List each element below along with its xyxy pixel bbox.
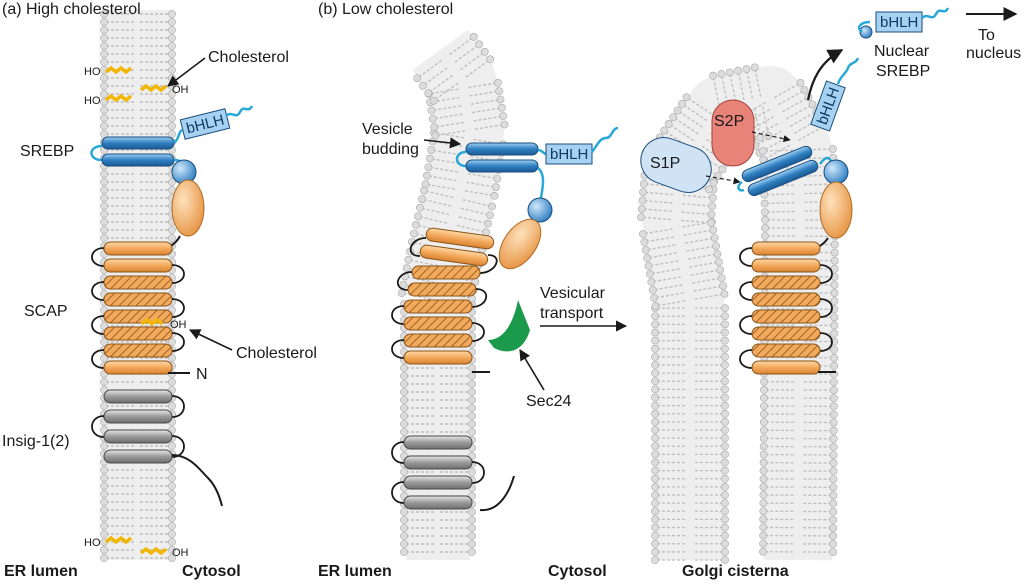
transmembrane-helix	[752, 361, 820, 374]
srebp-regulatory-domain	[824, 160, 848, 184]
oh-label: OH	[172, 84, 189, 96]
oh-label: OH	[172, 547, 189, 559]
srebp-helix	[102, 154, 174, 166]
transmembrane-helix	[104, 450, 172, 463]
s2p-protease: S2P	[712, 100, 754, 166]
panel-b-title: (b) Low cholesterol	[318, 1, 453, 18]
transmembrane-helix	[404, 496, 472, 509]
golgi-cisterna-label: Golgi cisterna	[682, 563, 789, 580]
transmembrane-helix	[104, 310, 172, 323]
n-terminus-label: N	[196, 366, 208, 383]
transmembrane-helix	[104, 430, 172, 443]
transmembrane-helix	[104, 344, 172, 357]
transmembrane-helix	[104, 293, 172, 306]
nuclear-srebp-label: Nuclear	[874, 43, 930, 60]
cytosol-label: Cytosol	[182, 563, 241, 580]
bhlh-box: bHLH	[180, 109, 229, 140]
transmembrane-helix	[104, 327, 172, 340]
oh-label: OH	[170, 319, 187, 331]
transmembrane-helix	[752, 259, 820, 272]
scap-wd-domain	[172, 180, 204, 236]
transmembrane-helix	[408, 283, 476, 296]
er-lumen-label: ER lumen	[4, 563, 78, 580]
transmembrane-helix	[404, 351, 472, 364]
srebp-helix	[102, 137, 174, 149]
to-nucleus-label: nucleus	[966, 45, 1021, 62]
to-nucleus-label: To	[978, 27, 995, 44]
srebp-regulatory-domain	[528, 198, 552, 222]
panel-a-title: (a) High cholesterol	[2, 1, 141, 18]
transmembrane-helix	[104, 361, 172, 374]
transmembrane-helix	[752, 276, 820, 289]
vesicular-transport-label: Vesicular	[540, 285, 606, 302]
er-lumen-label: ER lumen	[318, 563, 392, 580]
transmembrane-helix	[752, 344, 820, 357]
vesicle-budding-label: Vesicle	[362, 121, 413, 138]
srebp-helix	[466, 160, 538, 172]
transmembrane-helix	[404, 436, 472, 449]
srebp-helix	[466, 143, 538, 155]
ho-label: HO	[84, 95, 101, 107]
vesicular-transport-label: transport	[540, 305, 604, 322]
svg-text:S2P: S2P	[714, 113, 744, 130]
insig-label: Insig-1(2)	[2, 433, 70, 450]
transmembrane-helix	[104, 276, 172, 289]
svg-text:bHLH: bHLH	[880, 14, 918, 31]
sec24-label: Sec24	[526, 393, 571, 410]
bhlh-box: bHLH	[546, 144, 592, 164]
transmembrane-helix	[752, 327, 820, 340]
scap-wd-domain	[820, 182, 852, 238]
sec24-coat-protein	[488, 300, 530, 351]
transmembrane-helix	[104, 242, 172, 255]
scap-label: SCAP	[24, 303, 68, 320]
transmembrane-helix	[752, 242, 820, 255]
transmembrane-helix	[404, 300, 472, 313]
transmembrane-helix	[404, 317, 472, 330]
transmembrane-helix	[412, 266, 480, 279]
transmembrane-helix	[104, 390, 172, 403]
transmembrane-helix	[104, 259, 172, 272]
ho-label: HO	[84, 537, 101, 549]
transmembrane-helix	[404, 456, 472, 469]
transmembrane-helix	[752, 310, 820, 323]
nuclear-srebp: bHLH	[859, 8, 948, 38]
cholesterol-label: Cholesterol	[208, 49, 289, 66]
cytosol-label: Cytosol	[548, 563, 607, 580]
transmembrane-helix	[404, 476, 472, 489]
vesicle-budding-label: budding	[362, 141, 419, 158]
svg-text:S1P: S1P	[650, 155, 680, 172]
transmembrane-helix	[104, 410, 172, 423]
cholesterol-label: Cholesterol	[236, 345, 317, 362]
transmembrane-helix	[752, 293, 820, 306]
ho-label: HO	[84, 66, 101, 78]
srebp-label: SREBP	[20, 143, 74, 160]
nuclear-srebp-label: SREBP	[876, 63, 930, 80]
svg-text:bHLH: bHLH	[550, 146, 588, 163]
transmembrane-helix	[404, 334, 472, 347]
